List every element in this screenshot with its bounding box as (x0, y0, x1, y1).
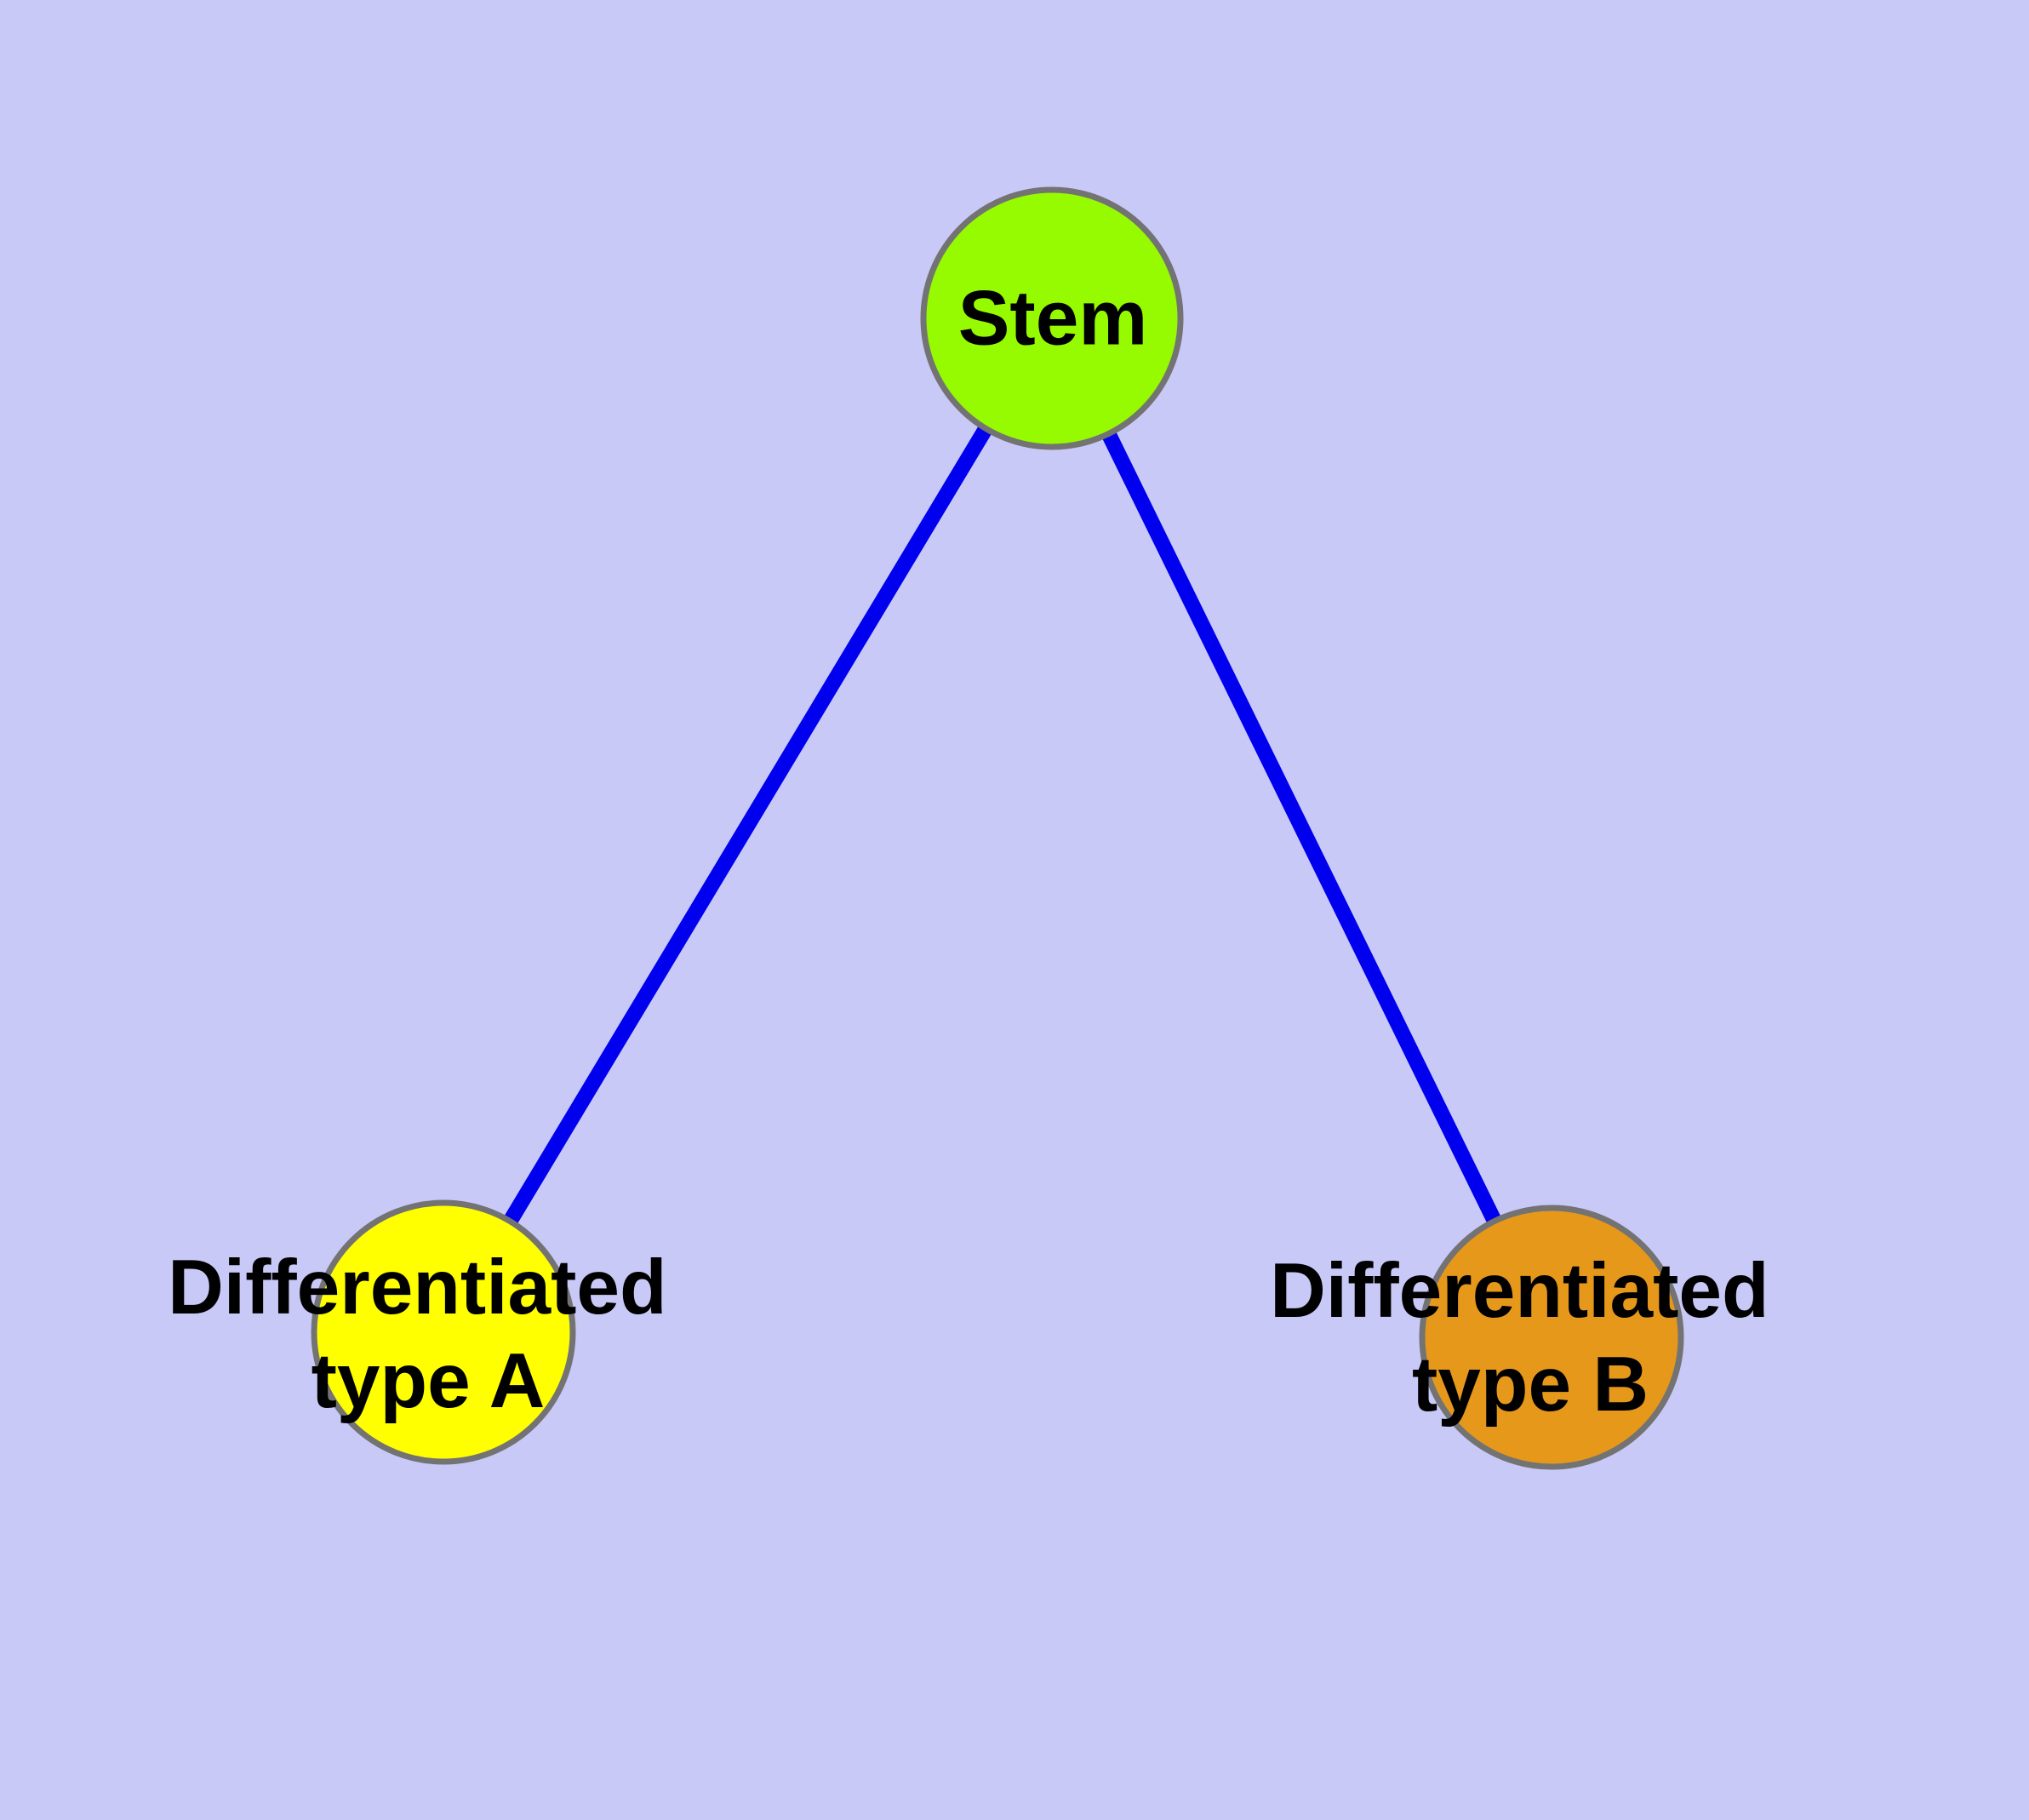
edge-stem-to-type-a (437, 314, 1059, 1336)
edge-stem-to-type-b (1044, 315, 1559, 1341)
node-differentiated-type-b: Differentiated type B (1270, 1205, 1791, 1470)
node-differentiated-type-a: Differentiated type A (168, 1199, 689, 1465)
node-stem-circle (920, 186, 1184, 450)
node-stem: Stem (920, 186, 1184, 450)
node-differentiated-type-a-circle (311, 1199, 576, 1465)
node-differentiated-type-b-label: Differentiated type B (1270, 1248, 1791, 1428)
node-differentiated-type-b-circle (1419, 1205, 1684, 1470)
node-stem-label: Stem (958, 276, 1148, 362)
node-differentiated-type-a-label-line1: Differentiated (168, 1245, 667, 1331)
node-differentiated-type-b-label-line1: Differentiated (1270, 1248, 1769, 1334)
node-differentiated-type-b-label-line2: type B (1412, 1342, 1649, 1428)
node-differentiated-type-a-label-line2: type A (311, 1338, 546, 1424)
node-differentiated-type-a-label: Differentiated type A (168, 1245, 689, 1424)
